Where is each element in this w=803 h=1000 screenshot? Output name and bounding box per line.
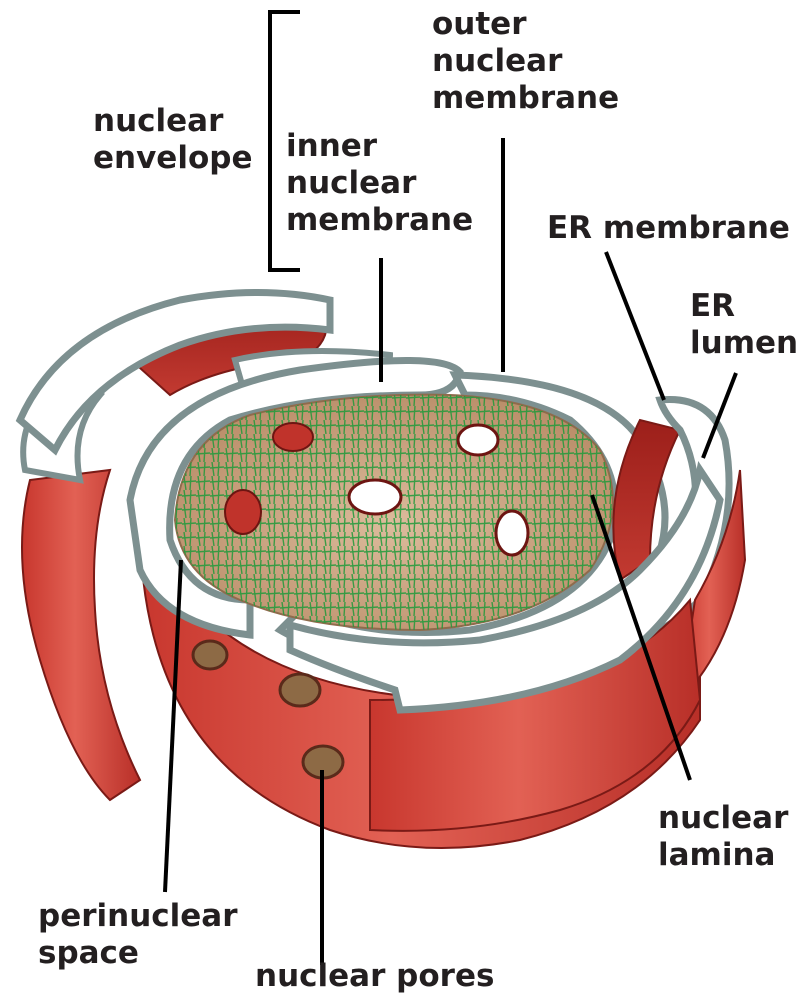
er-membrane-label: ER membrane	[547, 210, 790, 247]
nuclear-pores-text: nuclear pores	[255, 958, 494, 995]
er-membrane-leader	[606, 252, 664, 400]
outer-membrane-line-3: membrane	[432, 80, 619, 117]
inner-membrane-line-1: inner	[286, 128, 473, 165]
er-membrane-text: ER membrane	[547, 210, 790, 247]
outer-membrane-line-1: outer	[432, 6, 619, 43]
nuclear-lamina-line-1: nuclear	[658, 800, 788, 837]
inner-membrane-line-3: membrane	[286, 202, 473, 239]
perinuclear-space-line-2: space	[38, 935, 238, 972]
inner-nuclear-membrane-label: inner nuclear membrane	[286, 128, 473, 239]
perinuclear-space-line-1: perinuclear	[38, 898, 238, 935]
outer-membrane-line-2: nuclear	[432, 43, 619, 80]
nuclear-pores-label: nuclear pores	[255, 958, 494, 995]
er-lumen-label: ER lumen	[690, 288, 798, 362]
outer-nuclear-membrane-label: outer nuclear membrane	[432, 6, 619, 117]
nuclear-envelope-line-2: envelope	[93, 140, 252, 177]
nuclear-lamina-label: nuclear lamina	[658, 800, 788, 874]
inner-membrane-line-2: nuclear	[286, 165, 473, 202]
nuclear-envelope-label: nuclear envelope	[93, 103, 252, 177]
perinuclear-space-label: perinuclear space	[38, 898, 238, 972]
nuclear-lamina-line-2: lamina	[658, 837, 788, 874]
nuclear-envelope-line-1: nuclear	[93, 103, 252, 140]
er-lumen-line-1: ER	[690, 288, 798, 325]
er-lumen-line-2: lumen	[690, 325, 798, 362]
er-sheet-left	[22, 380, 140, 800]
